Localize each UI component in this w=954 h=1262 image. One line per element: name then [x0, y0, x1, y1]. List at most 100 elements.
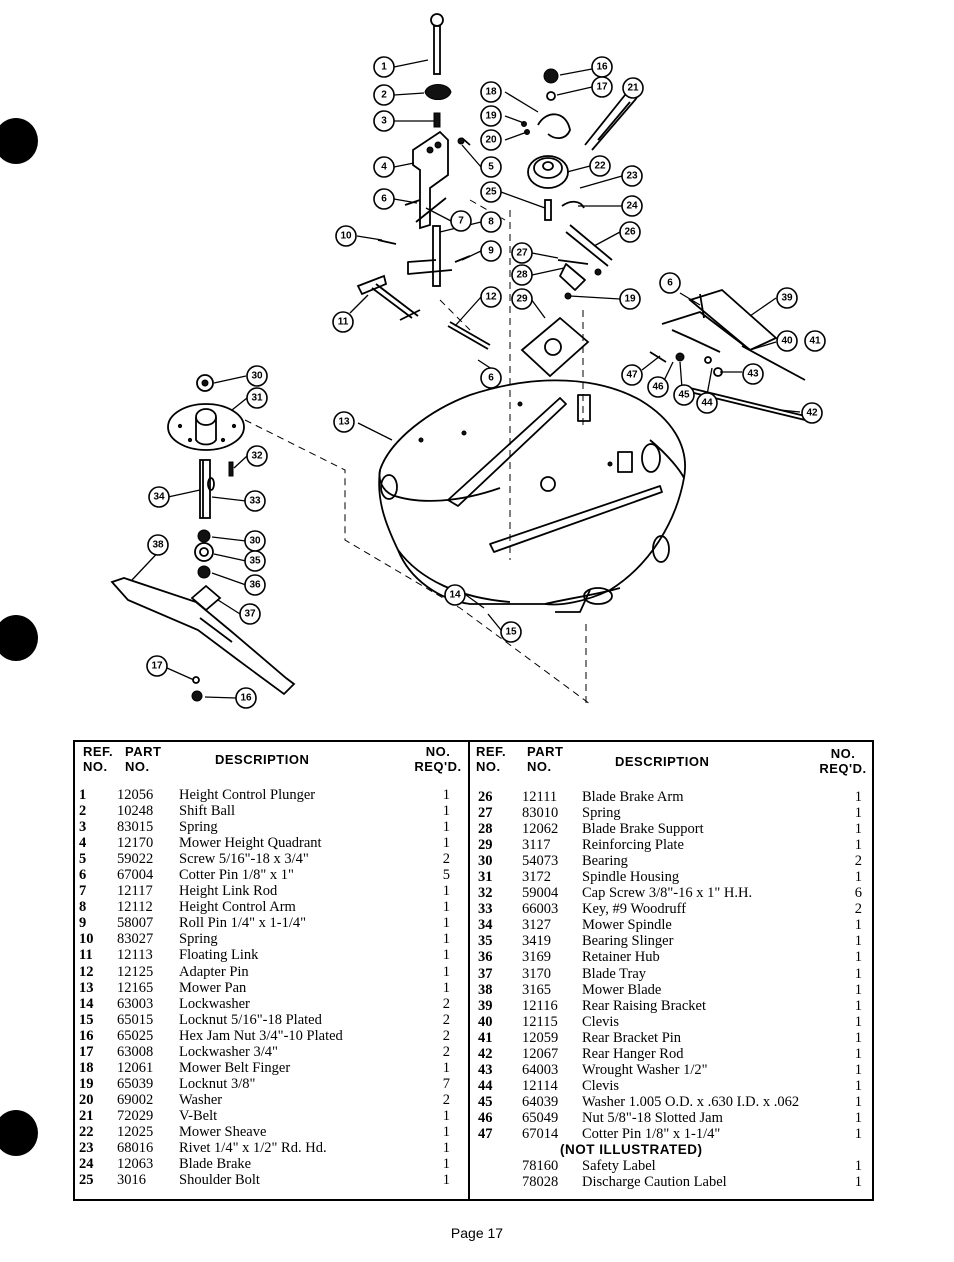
callout-2: 2	[373, 84, 395, 106]
cell-description: Rear Bracket Pin	[582, 1029, 682, 1046]
cell-description: Rivet 1/4" x 1/2" Rd. Hd.	[179, 1140, 327, 1157]
cell-qty: 1	[854, 1125, 862, 1142]
cell-ref-no: 43	[478, 1061, 493, 1078]
callout-36: 36	[244, 574, 266, 596]
cell-qty: 1	[442, 819, 450, 836]
cell-qty: 1	[442, 1107, 450, 1124]
svg-text:38: 38	[152, 540, 164, 551]
cell-ref-no: 20	[79, 1091, 94, 1108]
cell-qty: 1	[854, 965, 862, 982]
svg-text:45: 45	[678, 390, 690, 401]
cell-description: Blade Brake	[179, 1156, 252, 1173]
cell-description: Locknut 5/16"-18 Plated	[179, 1011, 322, 1028]
cell-qty: 2	[442, 1011, 450, 1028]
callout-21: 21	[622, 77, 644, 99]
cell-part-no: 65039	[117, 1075, 154, 1092]
cell-qty: 1	[854, 1013, 862, 1030]
svg-text:7: 7	[458, 216, 464, 227]
cell-qty: 1	[442, 803, 450, 820]
cell-qty: 1	[854, 1174, 862, 1191]
cell-ref-no: 19	[79, 1075, 94, 1092]
callout-13: 13	[333, 411, 355, 433]
header-part-no-left: PART NO.	[125, 744, 162, 774]
header-ref-no-left: REF. NO.	[83, 744, 114, 774]
callout-34: 34	[148, 486, 170, 508]
cell-part-no: 3127	[522, 917, 551, 934]
cell-qty: 1	[854, 805, 862, 822]
svg-text:20: 20	[485, 135, 497, 146]
cell-description: Floating Link	[179, 947, 259, 964]
cell-description: Cap Screw 3/8"-16 x 1" H.H.	[582, 885, 753, 902]
callout-18: 18	[480, 81, 502, 103]
cell-ref-no: 16	[79, 1027, 94, 1044]
cell-description: Lockwasher	[179, 995, 250, 1012]
callout-19b: 19	[619, 288, 641, 310]
cell-description: Bearing	[582, 853, 628, 870]
cell-ref-no: 29	[478, 837, 493, 854]
cell-description: Spindle Housing	[582, 869, 680, 886]
callout-14: 14	[444, 584, 466, 606]
header-qty-right: NO. REQ'D.	[819, 746, 867, 776]
callout-45: 45	[673, 384, 695, 406]
callout-17b: 17	[146, 655, 168, 677]
floating-link-parts	[356, 274, 491, 350]
cell-description: Screw 5/16"-18 x 3/4"	[179, 851, 309, 868]
callout-25: 25	[480, 181, 502, 203]
cell-ref-no: 3	[79, 819, 87, 836]
cell-ref-no: 46	[478, 1109, 493, 1126]
callout-47: 47	[621, 364, 643, 386]
cell-part-no: 12112	[117, 899, 153, 916]
cell-ref-no: 39	[478, 997, 493, 1014]
callout-6c: 6	[659, 272, 681, 294]
cell-part-no: 78028	[522, 1174, 559, 1191]
header-ref-no-right: REF. NO.	[476, 744, 507, 774]
callout-41: 41	[804, 330, 826, 352]
cell-part-no: 12063	[117, 1156, 154, 1173]
cell-description: Mower Blade	[582, 981, 662, 998]
cell-ref-no: 36	[478, 949, 493, 966]
svg-text:30: 30	[249, 536, 261, 547]
callout-6a: 6	[373, 188, 395, 210]
cell-ref-no: 30	[478, 853, 493, 870]
cell-part-no: 68016	[117, 1140, 154, 1157]
cell-qty: 2	[442, 851, 450, 868]
cell-qty: 1	[442, 1059, 450, 1076]
svg-text:44: 44	[701, 398, 713, 409]
cell-qty: 1	[442, 963, 450, 980]
cell-ref-no: 41	[478, 1029, 493, 1046]
cell-part-no: 12025	[117, 1123, 154, 1140]
svg-text:25: 25	[485, 187, 497, 198]
cell-part-no: 10248	[117, 803, 154, 820]
header-description-right: DESCRIPTION	[615, 754, 710, 769]
cell-part-no: 64039	[522, 1093, 559, 1110]
cell-part-no: 12125	[117, 963, 154, 980]
cell-qty: 1	[854, 1158, 862, 1175]
cell-qty: 1	[442, 835, 450, 852]
cell-description: Spring	[179, 819, 218, 836]
cell-qty: 2	[854, 901, 862, 918]
svg-text:27: 27	[516, 248, 528, 259]
cell-qty: 1	[442, 1156, 450, 1173]
cell-description: Reinforcing Plate	[582, 837, 684, 854]
svg-text:23: 23	[626, 171, 638, 182]
cell-part-no: 72029	[117, 1107, 154, 1124]
callout-30a: 30	[246, 365, 268, 387]
cell-ref-no: 5	[79, 851, 87, 868]
cell-part-no: 65049	[522, 1109, 559, 1126]
cell-ref-no: 25	[79, 1172, 94, 1189]
cell-ref-no: 35	[478, 933, 493, 950]
cell-description: Bearing Slinger	[582, 933, 674, 950]
callout-9: 9	[480, 240, 502, 262]
cell-qty: 1	[854, 933, 862, 950]
